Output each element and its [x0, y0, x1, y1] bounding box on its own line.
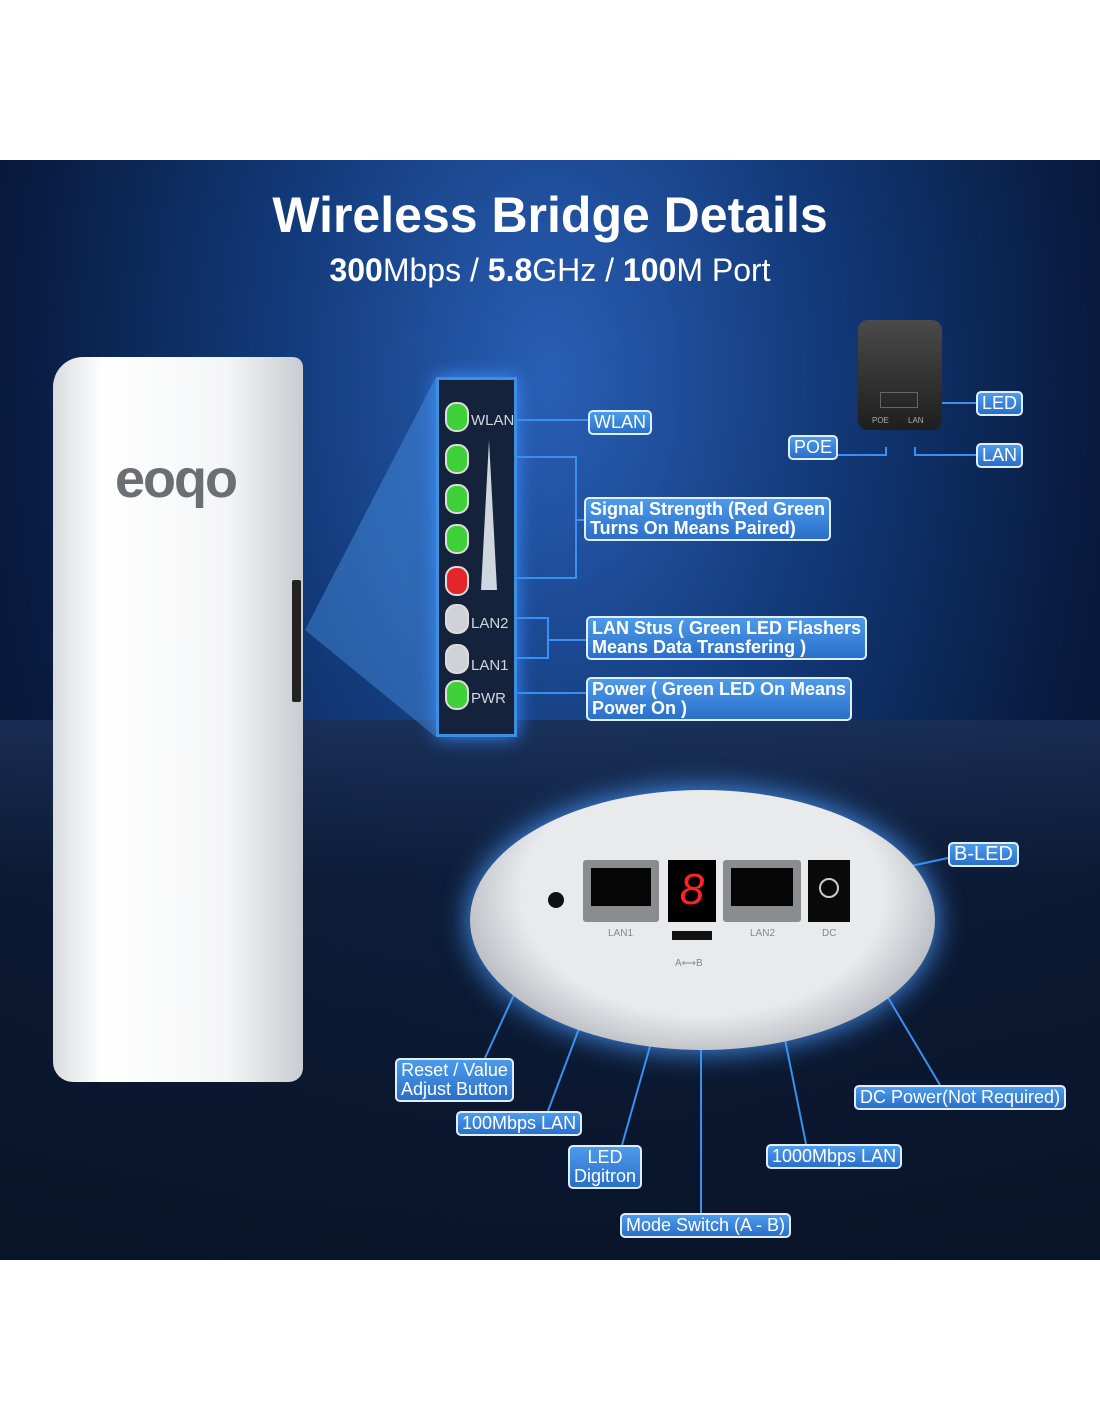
brand-logo: eoqo [115, 449, 238, 509]
led-signal-icon [445, 484, 469, 514]
led-digitron: 8 [668, 860, 716, 922]
led-label: LAN2 [471, 615, 509, 632]
subtitle: 300Mbps / 5.8GHz / 100M Port [329, 252, 771, 288]
led-lan1-icon [445, 644, 469, 674]
lan1-port-icon [583, 860, 659, 922]
device-led-strip [292, 580, 301, 702]
switch-label: A⟷B [675, 958, 703, 969]
dc-jack-icon [808, 860, 850, 922]
port-label: POE [872, 416, 889, 425]
callout-led: LED [976, 391, 1024, 416]
reset-button-icon [548, 892, 564, 908]
injector-led-icon [880, 392, 918, 408]
led-label: PWR [471, 690, 506, 707]
led-signal-icon [445, 524, 469, 554]
poe-injector: POE LAN [858, 320, 942, 430]
callout-b-led: B-LED [948, 842, 1019, 867]
wireless-bridge-device [53, 357, 303, 1082]
led-pwr-icon [445, 680, 469, 710]
led-signal-red-icon [445, 566, 469, 596]
port-label: LAN1 [608, 928, 634, 939]
lan2-port-icon [723, 860, 801, 922]
callout-wlan: WLAN [588, 410, 653, 435]
page-title: Wireless Bridge Details [272, 187, 828, 243]
callout-poe: POE [788, 435, 839, 460]
device-base: LAN1 8 A⟷B LAN2 DC [470, 790, 935, 1050]
port-label: LAN2 [750, 928, 776, 939]
led-label: WLAN [471, 412, 515, 429]
callout-dc-power: DC Power(Not Required) [854, 1085, 1067, 1110]
led-lan2-icon [445, 604, 469, 634]
callout-1000mbps-lan: 1000Mbps LAN [766, 1144, 903, 1169]
callout-mode-switch: Mode Switch (A - B) [620, 1213, 792, 1238]
port-label: LAN [908, 416, 924, 425]
signal-wedge-icon [481, 440, 497, 590]
led-signal-icon [445, 444, 469, 474]
callout-100mbps-lan: 100Mbps LAN [456, 1111, 583, 1136]
led-panel: WLAN LAN2 LAN1 PWR [436, 377, 517, 737]
callout-lan: LAN [976, 443, 1024, 468]
led-label: LAN1 [471, 657, 509, 674]
mode-switch[interactable] [672, 931, 712, 940]
led-wlan-icon [445, 402, 469, 432]
port-label: DC [822, 928, 837, 939]
